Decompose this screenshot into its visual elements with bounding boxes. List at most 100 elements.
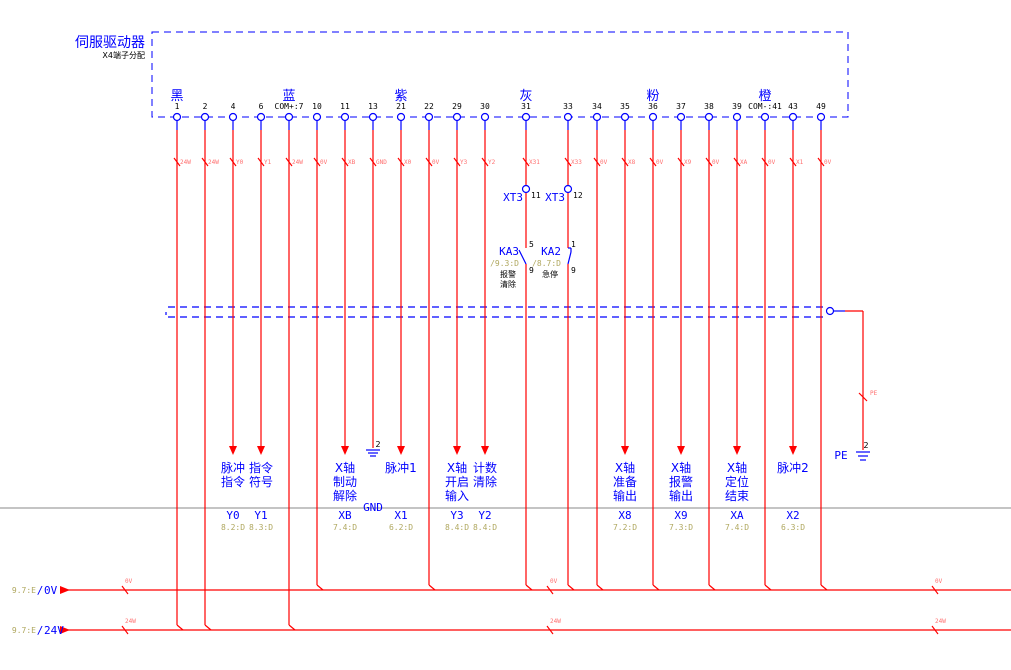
pin-number: 13 [368, 102, 378, 111]
pin-terminal-icon [452, 112, 462, 122]
signal-ref: 8.4:D [445, 523, 469, 532]
pin-terminal-icon [788, 112, 798, 122]
wire-mark [649, 157, 657, 167]
wire-label: X0 [404, 159, 412, 166]
wire-mark [121, 585, 129, 595]
wire-mark [621, 157, 629, 167]
pin-terminal-icon [676, 112, 686, 122]
signal-label: 结束 [725, 489, 749, 503]
pin-number: 37 [676, 102, 686, 111]
signal-tag: X9 [674, 509, 687, 522]
arrow-down-icon [341, 446, 349, 455]
pin-terminal-icon [368, 112, 378, 122]
bus-junction [288, 624, 296, 631]
gnd-label: GND [363, 501, 383, 514]
wire-mark [593, 157, 601, 167]
terminal-number: 11 [531, 191, 541, 200]
wire-mark [173, 157, 181, 167]
pin-terminal-icon [256, 112, 266, 122]
wire-label: Y2 [488, 159, 496, 166]
wire-color-label: 蓝 [282, 89, 295, 104]
wire-color-label: 灰 [519, 89, 532, 104]
no-contact-icon [567, 251, 572, 265]
wire-label: 0V [656, 159, 664, 166]
signal-label: 解除 [333, 488, 357, 503]
signal-tag: X8 [618, 509, 631, 522]
arrow-down-icon [677, 446, 685, 455]
contact-bottom-num: 9 [571, 266, 576, 275]
contact-top-num: 5 [529, 240, 534, 249]
pe-label: PE [834, 449, 847, 462]
signal-label: X轴 [727, 460, 747, 475]
contact-top-num: 1 [571, 240, 576, 249]
wire-label: X31 [529, 159, 540, 166]
wire-label: Y1 [264, 159, 272, 166]
bus-ref: 9.7:E [12, 586, 36, 595]
pin-terminal-icon [760, 112, 770, 122]
signal-tag: Y0 [226, 509, 239, 522]
wire-mark [789, 157, 797, 167]
wire-color-label: 紫 [394, 89, 407, 104]
servo-drive-box [151, 31, 849, 118]
relay-ref: /9.3:D [490, 259, 519, 268]
wire-mark [522, 157, 530, 167]
relay-label: KA3 [499, 245, 519, 258]
signal-ref: 7.4:D [725, 523, 749, 532]
signal-ref: 7.2:D [613, 523, 637, 532]
pin-number: 22 [424, 102, 434, 111]
signal-tag: Y2 [478, 509, 491, 522]
wire-label: Y3 [460, 159, 468, 166]
bus-junction [316, 584, 324, 591]
bus-junction [176, 624, 184, 631]
pin-number: 39 [732, 102, 742, 111]
pin-terminal-icon [704, 112, 714, 122]
pin-number: 43 [788, 102, 798, 111]
terminal-number: 12 [573, 191, 583, 200]
relay-desc: 急停 [542, 269, 558, 279]
wire-label: 24W [292, 159, 303, 166]
bus-junction [428, 584, 436, 591]
pe-wire-label: PE [870, 390, 878, 397]
signal-ref: 6.3:D [781, 523, 805, 532]
wire-mark [229, 157, 237, 167]
bus-wire-label: 0V [550, 578, 558, 585]
signal-ref: 8.2:D [221, 523, 245, 532]
contact-bottom-num: 9 [529, 266, 534, 275]
drive-title: 伺服驱动器 [75, 35, 145, 51]
wire-mark [369, 157, 377, 167]
pin-terminal-icon [592, 112, 602, 122]
arrow-down-icon [397, 446, 405, 455]
relay-label: KA2 [541, 245, 561, 258]
bus-name: 24V [44, 624, 64, 637]
signal-label: 清除 [473, 474, 497, 489]
wire-label: 0V [432, 159, 440, 166]
bus-junction [764, 584, 772, 591]
wire-mark [931, 625, 939, 635]
pin-terminal-icon [200, 112, 210, 122]
signal-label: 指令 [221, 474, 245, 489]
bus-junction [596, 584, 604, 591]
pin-number: 33 [563, 102, 573, 111]
pin-number: 49 [816, 102, 826, 111]
pin-number: 36 [648, 102, 658, 111]
bus-wire-label: 24W [935, 618, 946, 625]
wire-mark [817, 157, 825, 167]
shield-terminal-icon [825, 306, 835, 316]
wire-label: X8 [628, 159, 636, 166]
signal-tag: XA [730, 509, 744, 522]
terminal-label: XT3 [545, 191, 565, 204]
wire-mark [285, 157, 293, 167]
wire-mark [705, 157, 713, 167]
bus-wire-label: 24W [550, 618, 561, 625]
signal-label: X轴 [335, 460, 355, 475]
pin-terminal-icon [480, 112, 490, 122]
pin-terminal-icon [732, 112, 742, 122]
signal-label: 脉冲 [221, 460, 245, 475]
pin-terminal-icon [521, 112, 531, 122]
signal-tag: XB [338, 509, 352, 522]
pin-number: COM+:7 [275, 102, 304, 111]
wire-label: 0V [768, 159, 776, 166]
signal-label: 定位 [725, 474, 749, 489]
wire-mark [564, 157, 572, 167]
